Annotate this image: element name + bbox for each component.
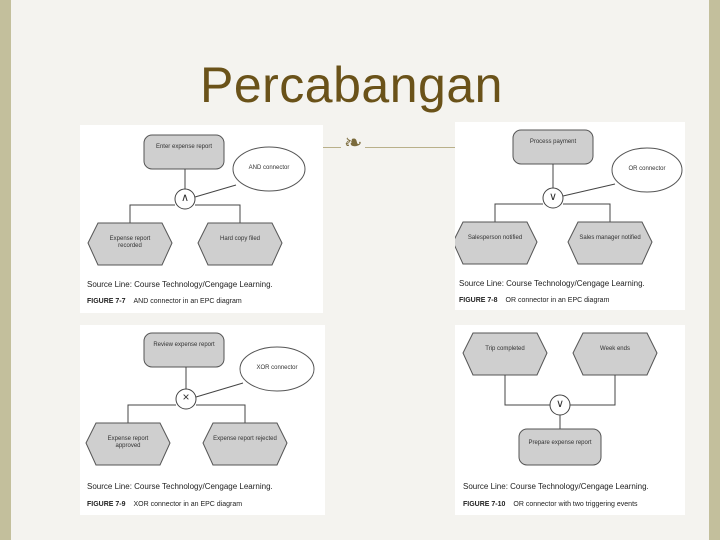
callout-bubble bbox=[611, 147, 683, 193]
xor-connector-diagram bbox=[85, 332, 315, 466]
event-left-label: Trip completed bbox=[485, 346, 525, 352]
event-hexagon-left bbox=[85, 422, 171, 466]
figure-caption: FIGURE 7-7 AND connector in an EPC diagra… bbox=[87, 298, 242, 305]
flow-line-left bbox=[504, 375, 550, 406]
function-label: Enter expense report bbox=[155, 144, 213, 150]
connector-symbol: ∧ bbox=[180, 192, 190, 204]
connector-circle bbox=[174, 188, 196, 210]
event-right-label: Expense report rejected bbox=[213, 436, 277, 442]
event-right-label: Sales manager notified bbox=[579, 235, 641, 241]
event-right-label: Hard copy filed bbox=[219, 236, 261, 242]
function-label: Process payment bbox=[529, 139, 577, 145]
event-left-label: Salesperson notified bbox=[467, 235, 523, 241]
event-left-label: Expense report recorded bbox=[109, 236, 151, 249]
event-left-label: Expense report approved bbox=[107, 436, 149, 449]
figure-7-10-panel: Trip completed Week ends ∨ Prepare expen… bbox=[455, 325, 685, 515]
figure-text: OR connector with two triggering events bbox=[513, 501, 638, 508]
callout-label: OR connector bbox=[628, 166, 666, 172]
event-right-label: Week ends bbox=[600, 346, 630, 352]
figure-caption: FIGURE 7-8 OR connector in an EPC diagram bbox=[459, 297, 609, 304]
callout-pointer bbox=[194, 184, 237, 198]
source-line: Source Line: Course Technology/Cengage L… bbox=[87, 482, 273, 491]
slide-title: Percabangan bbox=[200, 57, 503, 113]
figure-caption: FIGURE 7-9 XOR connector in an EPC diagra… bbox=[87, 501, 242, 508]
or-connector-diagram bbox=[455, 129, 683, 265]
figure-7-7-panel: Enter expense report AND connector ∧ Exp… bbox=[80, 125, 323, 313]
figure-text: AND connector in an EPC diagram bbox=[133, 298, 242, 305]
connector-circle bbox=[175, 388, 197, 410]
event-hexagon-right bbox=[567, 221, 653, 265]
figure-number: FIGURE 7-9 bbox=[87, 501, 126, 508]
figure-7-8-panel: Process payment OR connector ∨ Salespers… bbox=[455, 122, 685, 310]
ornament-line bbox=[323, 147, 456, 148]
title-ornament: ❧ bbox=[323, 132, 456, 156]
flow-line-left bbox=[127, 404, 176, 423]
or-two-events-diagram bbox=[462, 332, 658, 466]
function-box bbox=[143, 134, 225, 170]
function-box bbox=[518, 428, 602, 466]
callout-bubble bbox=[232, 146, 306, 192]
right-edge-bar bbox=[709, 0, 720, 540]
left-edge-bar bbox=[0, 0, 11, 540]
flow-line-right bbox=[570, 375, 616, 406]
callout-label: AND connector bbox=[248, 165, 290, 171]
connector-symbol: ∨ bbox=[555, 398, 565, 410]
source-line: Source Line: Course Technology/Cengage L… bbox=[463, 482, 649, 491]
function-label: Prepare expense report bbox=[528, 440, 592, 446]
flow-line-right bbox=[196, 404, 246, 423]
callout-pointer bbox=[195, 382, 244, 398]
source-line: Source Line: Course Technology/Cengage L… bbox=[87, 280, 273, 289]
callout-pointer bbox=[562, 183, 616, 197]
connector-symbol: × bbox=[182, 390, 190, 404]
function-label: Review expense report bbox=[153, 342, 215, 348]
function-box bbox=[143, 332, 225, 368]
event-hexagon-left bbox=[462, 332, 548, 376]
flow-line-left bbox=[494, 203, 543, 222]
flow-line-right bbox=[195, 204, 241, 223]
figure-number: FIGURE 7-7 bbox=[87, 298, 126, 305]
event-hexagon-right bbox=[202, 422, 288, 466]
source-line: Source Line: Course Technology/Cengage L… bbox=[459, 279, 645, 288]
figure-number: FIGURE 7-10 bbox=[463, 501, 506, 508]
event-hexagon-right bbox=[197, 222, 283, 266]
figure-7-9-panel: Review expense report XOR connector × Ex… bbox=[80, 325, 325, 515]
flow-line-left bbox=[129, 204, 175, 223]
figure-text: XOR connector in an EPC diagram bbox=[133, 501, 243, 508]
callout-bubble bbox=[239, 346, 315, 392]
ornament-icon: ❧ bbox=[341, 132, 366, 154]
connector-symbol: ∨ bbox=[548, 191, 558, 203]
event-hexagon-left bbox=[455, 221, 538, 265]
connector-circle bbox=[542, 187, 564, 209]
figure-text: OR connector in an EPC diagram bbox=[505, 297, 610, 304]
callout-label: XOR connector bbox=[256, 365, 298, 371]
and-connector-diagram bbox=[87, 134, 306, 266]
event-hexagon-right bbox=[572, 332, 658, 376]
figure-caption: FIGURE 7-10 OR connector with two trigger… bbox=[463, 501, 638, 508]
function-box bbox=[512, 129, 594, 165]
figure-number: FIGURE 7-8 bbox=[459, 297, 498, 304]
flow-line-right bbox=[563, 203, 611, 222]
event-hexagon-left bbox=[87, 222, 173, 266]
